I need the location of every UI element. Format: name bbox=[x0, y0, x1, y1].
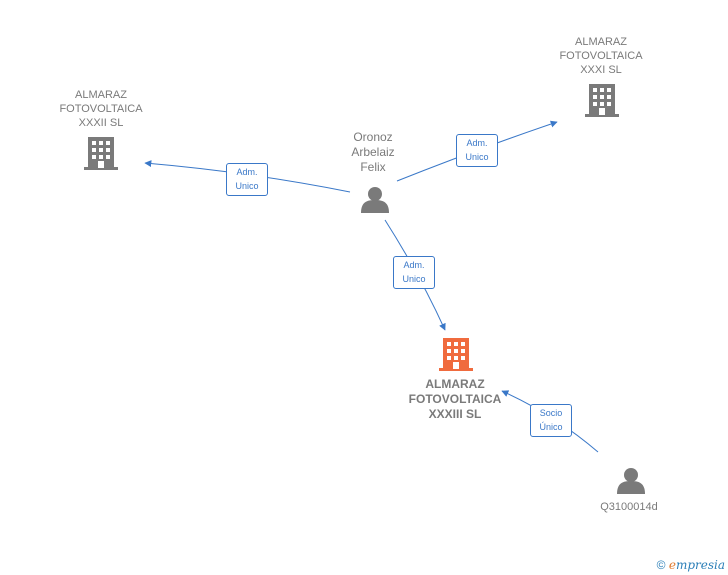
node-label-q3100014d[interactable]: Q3100014d bbox=[600, 501, 658, 513]
node-label-xxxi[interactable]: ALMARAZ FOTOVOLTAICA XXXI SL bbox=[559, 36, 643, 76]
building-icon bbox=[585, 84, 619, 117]
copyright-icon: © bbox=[656, 558, 666, 572]
person-icon bbox=[617, 468, 645, 494]
edge-label-q-to-xxxiii: Socio Único bbox=[530, 404, 572, 437]
node-label-oronoz[interactable]: Oronoz Arbelaiz Felix bbox=[351, 130, 395, 174]
edge-label-to-xxxi: Adm. Unico bbox=[456, 134, 498, 167]
empresia-footer[interactable]: © empresia bbox=[657, 558, 725, 572]
person-icon bbox=[361, 187, 389, 213]
node-label-xxxiii[interactable]: ALMARAZ FOTOVOLTAICA XXXIII SL bbox=[408, 377, 502, 421]
brand-logo-e: e bbox=[668, 558, 676, 572]
brand-logo-text: mpresia bbox=[675, 558, 725, 572]
building-icon bbox=[84, 137, 118, 170]
edge-label-to-xxxiii: Adm. Unico bbox=[393, 256, 435, 289]
building-icon bbox=[439, 338, 473, 371]
node-label-xxxii[interactable]: ALMARAZ FOTOVOLTAICA XXXII SL bbox=[59, 89, 143, 129]
edge-label-to-xxxii: Adm. Unico bbox=[226, 163, 268, 196]
